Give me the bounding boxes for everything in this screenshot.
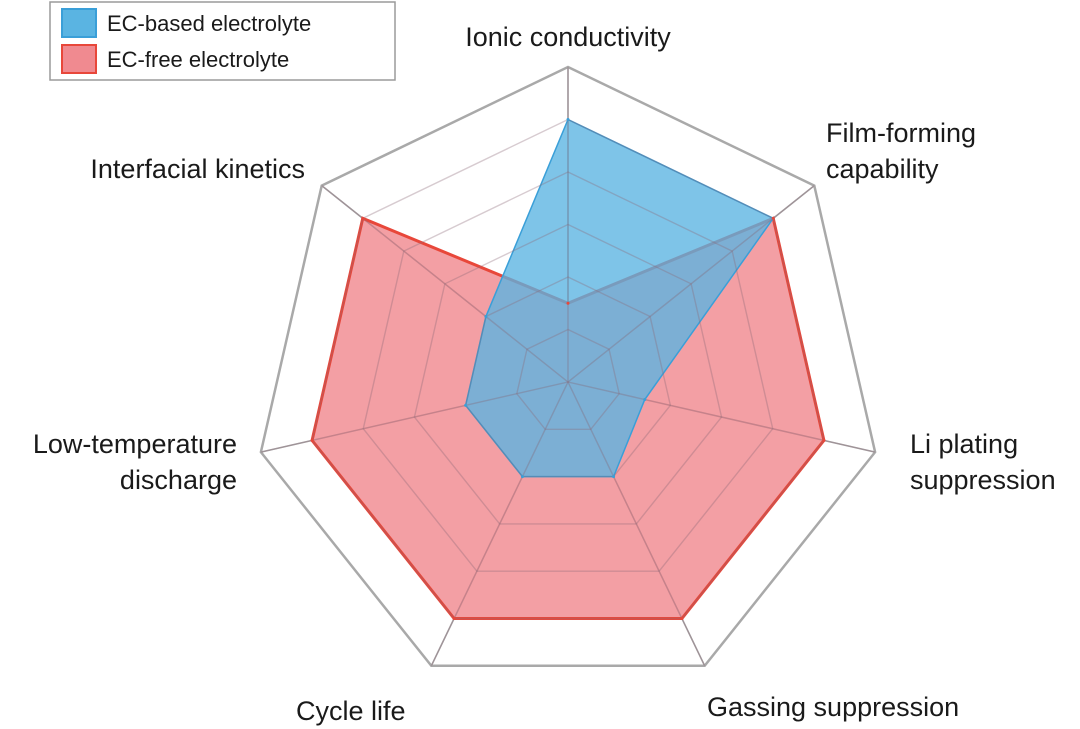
- grid-overlay-ring-1: [516, 328, 620, 431]
- legend-swatch-ec-free: [61, 44, 97, 74]
- axis-label-3-line-1: Li plating: [910, 429, 1018, 459]
- legend-label-ec-free: EC-free electrolyte: [107, 47, 289, 72]
- axis-label-5: Cycle life: [296, 696, 406, 726]
- data-point-ec-free-3: [822, 438, 826, 442]
- legend: EC-based electrolyte EC-free electrolyte: [49, 1, 396, 81]
- radar-series: [260, 67, 876, 667]
- grid-overlay-ring-3: [413, 223, 723, 525]
- data-point-ec-based-3: [643, 398, 647, 402]
- legend-frame: [49, 1, 396, 81]
- data-point-ec-free-7: [361, 216, 365, 220]
- axis-label-5-line-1: Cycle life: [296, 696, 406, 726]
- data-point-ec-free-5: [452, 617, 456, 621]
- axis-label-4-line-1: Gassing suppression: [707, 692, 959, 722]
- legend-label-ec-based: EC-based electrolyte: [107, 11, 311, 36]
- legend-swatch-ec-based: [61, 8, 97, 38]
- axis-label-4: Gassing suppression: [707, 692, 959, 722]
- axis-label-6-line-2: discharge: [120, 465, 237, 495]
- data-point-ec-free-4: [680, 617, 684, 621]
- axis-label-1-line-1: Ionic conductivity: [465, 22, 671, 52]
- axis-label-2-line-1: Film-forming: [826, 118, 976, 148]
- axis-label-6: Low-temperature discharge: [33, 429, 237, 495]
- axis-label-1: Ionic conductivity: [465, 22, 671, 52]
- data-point-ec-based-7: [484, 315, 488, 319]
- data-point-ec-based-6: [464, 403, 468, 407]
- data-point-ec-free-1: [566, 301, 570, 305]
- axis-label-7: Interfacial kinetics: [90, 154, 305, 184]
- grid-overlay-ring-4: [362, 171, 774, 572]
- data-point-ec-free-2: [771, 216, 775, 220]
- axis-label-6-line-1: Low-temperature: [33, 429, 237, 459]
- grid-overlay-ring-2: [464, 276, 672, 478]
- axis-label-2-line-2: capability: [826, 154, 939, 184]
- series-area-ec-based: [464, 118, 775, 478]
- data-point-ec-based-5: [520, 475, 524, 479]
- data-point-ec-based-1: [566, 118, 570, 121]
- data-point-ec-based-4: [612, 475, 616, 479]
- data-point-ec-free-6: [310, 438, 314, 442]
- grid-overlay-ring-5: [311, 118, 825, 620]
- axis-label-7-line-1: Interfacial kinetics: [90, 154, 305, 184]
- axis-label-3-line-2: suppression: [910, 465, 1056, 495]
- axis-label-3: Li plating suppression: [910, 429, 1056, 495]
- axis-label-2: Film-forming capability: [826, 118, 976, 184]
